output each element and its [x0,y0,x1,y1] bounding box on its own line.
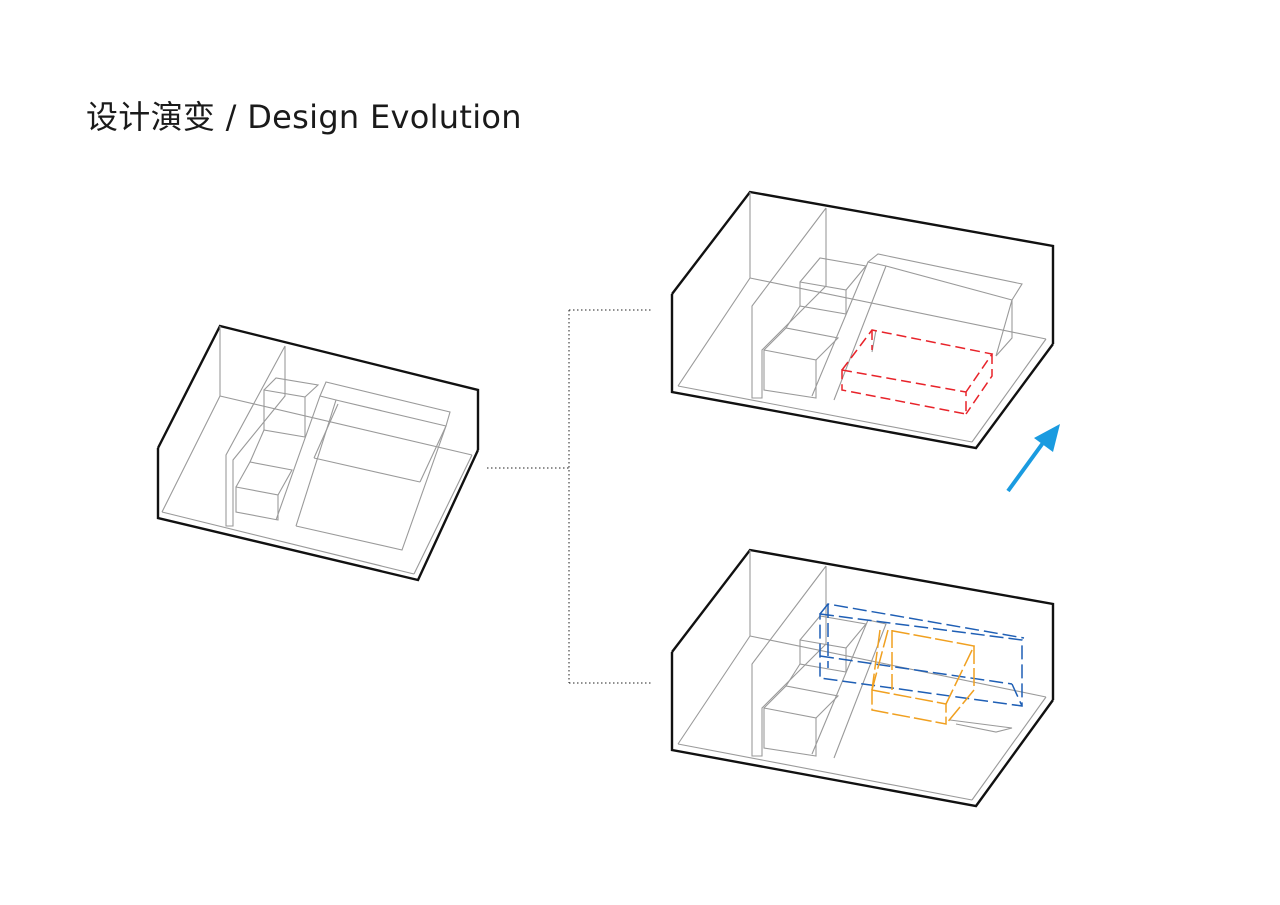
model-red-base [670,294,1054,450]
model-red-back-wall [671,190,1055,344]
highlight-red-box [841,329,994,415]
model-original-back-wall [156,324,480,450]
branch-connector [487,309,651,684]
model-variant-red [670,190,1055,450]
page-title: 设计演变 / Design Evolution [86,98,522,136]
model-blue-base [670,652,1054,808]
model-original [156,324,480,582]
model-original-base [156,448,480,582]
model-blue-back-wall [671,548,1055,700]
highlight-blue-box [819,603,1025,707]
arrow-up-right-icon [1006,424,1060,493]
highlight-orange-box [871,629,976,725]
model-variant-blue-orange [670,548,1055,808]
